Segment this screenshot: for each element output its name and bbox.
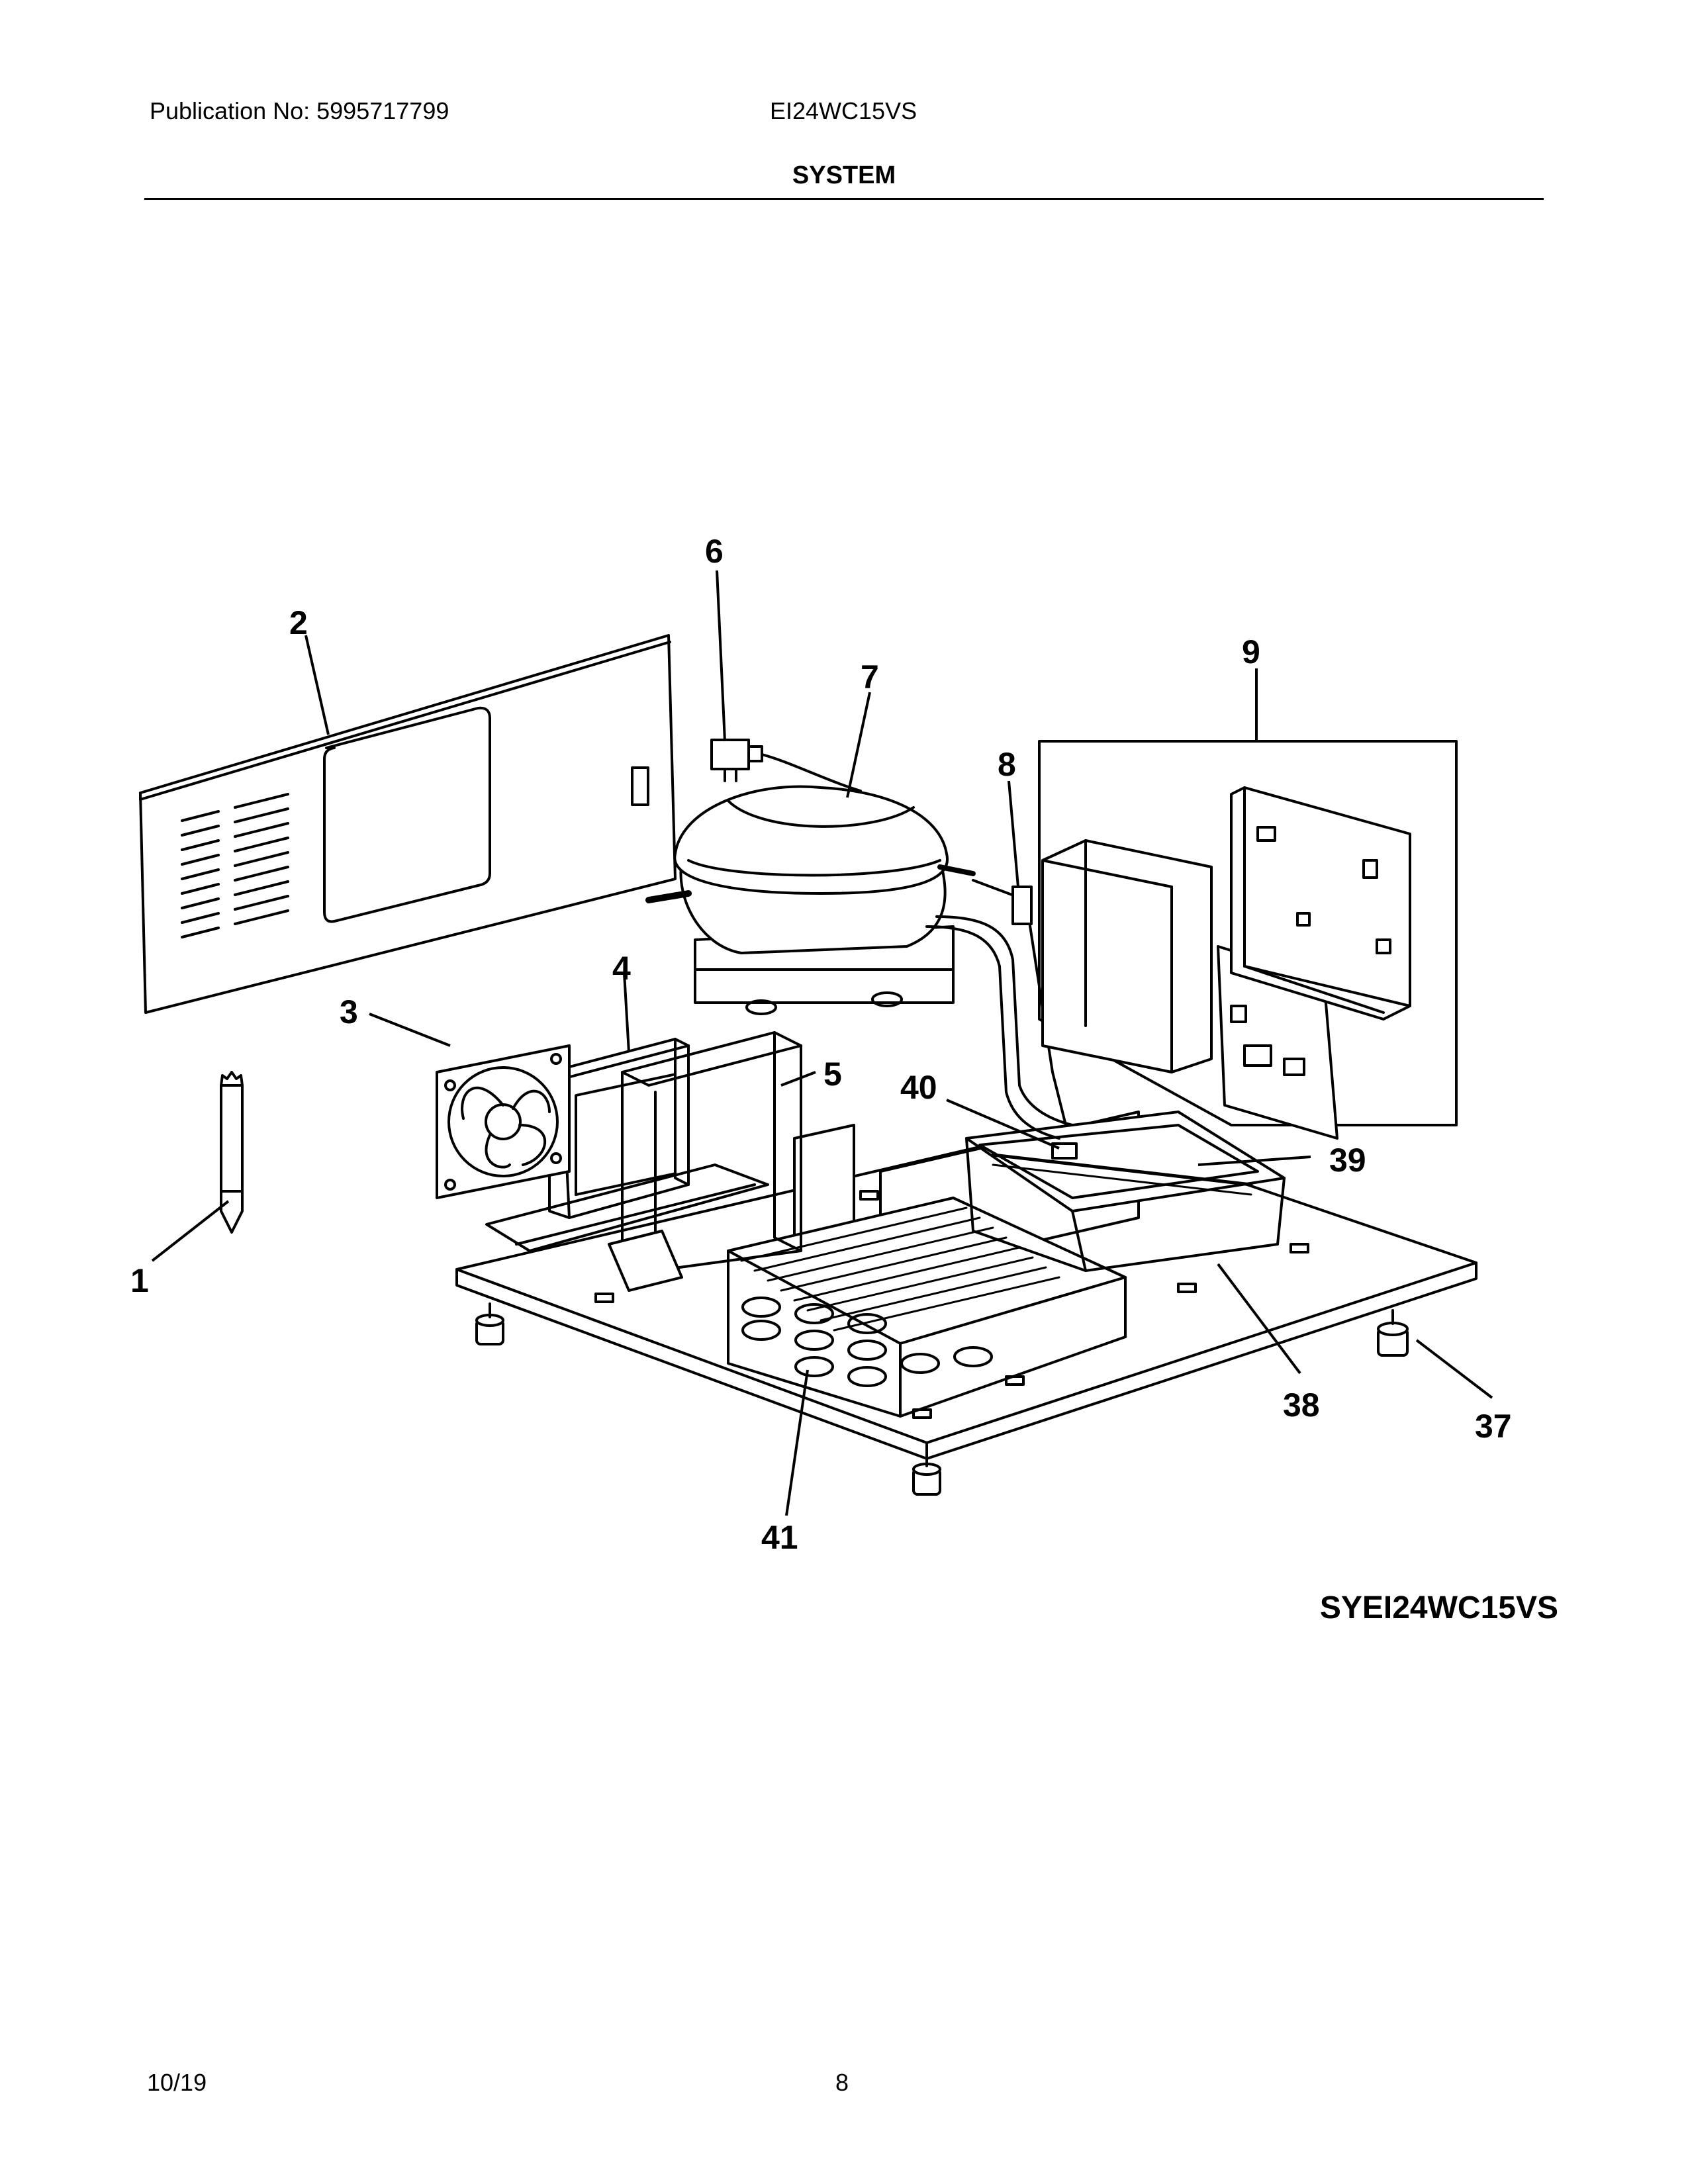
callout-2: 2 [289, 604, 308, 641]
overload-relay [710, 739, 862, 792]
footer-date: 10/19 [147, 2069, 207, 2096]
control-housing [1230, 786, 1411, 1021]
power-receptacle [1011, 886, 1033, 925]
control-cover [1041, 839, 1213, 1073]
rear-access-panel [139, 634, 677, 1014]
callout-9: 9 [1242, 633, 1260, 670]
publication-number: Publication No: 5995717799 [150, 97, 449, 124]
callout-41: 41 [761, 1519, 798, 1556]
sensor-probe [220, 1071, 244, 1234]
drain-pan [965, 1111, 1286, 1272]
callout-4: 4 [612, 950, 631, 987]
section-title: SYSTEM [792, 161, 896, 189]
callout-5: 5 [823, 1056, 842, 1093]
model-number: EI24WC15VS [770, 97, 917, 124]
callout-6: 6 [705, 533, 724, 570]
leveling-leg-right [1377, 1309, 1409, 1357]
condenser-fan [436, 1044, 571, 1199]
mounting-rail [485, 1163, 769, 1252]
figure-code: SYEI24WC15VS [1319, 1590, 1558, 1625]
callout-8: 8 [998, 746, 1016, 783]
leveling-leg-front [912, 1455, 941, 1496]
condenser-coil [727, 1197, 1127, 1418]
header-rule [144, 198, 1544, 200]
leveling-leg-left [475, 1302, 504, 1345]
callout-40: 40 [900, 1069, 937, 1106]
compressor [645, 785, 976, 1015]
callout-1: 1 [130, 1262, 149, 1299]
callout-39: 39 [1329, 1142, 1366, 1179]
page-number: 8 [835, 2069, 849, 2096]
leader-lines [151, 570, 1493, 1516]
drain-heater [991, 1153, 1253, 1196]
callout-37: 37 [1475, 1408, 1512, 1445]
control-kit-frame [1038, 740, 1458, 1126]
callout-38: 38 [1283, 1387, 1320, 1424]
callout-7: 7 [861, 659, 879, 696]
callout-3: 3 [340, 993, 358, 1030]
leveling-legs [475, 1302, 1409, 1496]
